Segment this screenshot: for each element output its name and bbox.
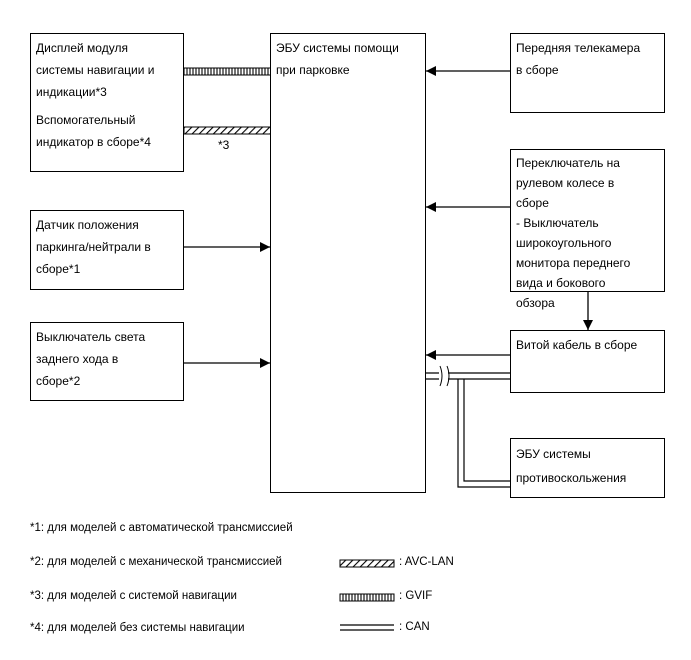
- spiral-cable-block: Витой кабель в сборе: [510, 330, 665, 393]
- steering-switch-block: Переключатель на рулевом колесе в сборе …: [510, 149, 665, 310]
- display-module-block: Дисплей модуля системы навигации и индик…: [30, 33, 184, 172]
- display-module-label: Дисплей модуля системы навигации и индик…: [36, 41, 155, 99]
- can-bus-break-mark: [439, 365, 450, 387]
- steering-switch-label: Переключатель на рулевом колесе в сборе: [516, 156, 620, 210]
- front-camera-label: Передняя телекамера в сборе: [516, 41, 641, 77]
- avc-lan-line: [183, 126, 272, 135]
- legend-can-label: : CAN: [399, 621, 430, 633]
- reverse-switch-block: Выключатель света заднего хода в сборе*2: [30, 322, 184, 401]
- legend-gvif-sample: [339, 593, 395, 602]
- skid-control-ecu-block: ЭБУ системы противоскольжения: [510, 438, 665, 498]
- footnote-4: *4: для моделей без системы навигации: [30, 622, 245, 634]
- footnote-2: *2: для моделей с механической трансмисс…: [30, 556, 282, 568]
- spiral-cable-label: Витой кабель в сборе: [516, 338, 638, 352]
- footnote-1: *1: для моделей с автоматической трансми…: [30, 522, 293, 534]
- skid-control-ecu-label: ЭБУ системы противоскольжения: [516, 447, 627, 485]
- gvif-line: [183, 67, 272, 76]
- parking-assist-ecu-label: ЭБУ системы помощи при парковке: [276, 41, 399, 77]
- can-bus-line: [426, 372, 510, 488]
- footnote-3: *3: для моделей с системой навигации: [30, 590, 237, 602]
- steering-switch-detail-label: - Выключатель широкоугольного монитора п…: [516, 216, 631, 310]
- aux-indicator-label: Вспомогательный индикатор в сборе*4: [36, 113, 151, 149]
- front-camera-block: Передняя телекамера в сборе: [510, 33, 665, 113]
- legend-can-sample: [340, 624, 394, 631]
- pnp-sensor-block: Датчик положения паркинга/нейтрали в сбо…: [30, 210, 184, 290]
- legend-avc-lan-sample: [339, 559, 395, 568]
- wire-label-note3: *3: [218, 138, 230, 152]
- reverse-switch-label: Выключатель света заднего хода в сборе*2: [36, 330, 146, 388]
- parking-assist-ecu-block: ЭБУ системы помощи при парковке: [270, 33, 426, 493]
- legend-gvif-label: : GVIF: [399, 590, 433, 602]
- pnp-sensor-label: Датчик положения паркинга/нейтрали в сбо…: [36, 218, 151, 276]
- legend-avc-lan-label: : AVC-LAN: [399, 556, 454, 568]
